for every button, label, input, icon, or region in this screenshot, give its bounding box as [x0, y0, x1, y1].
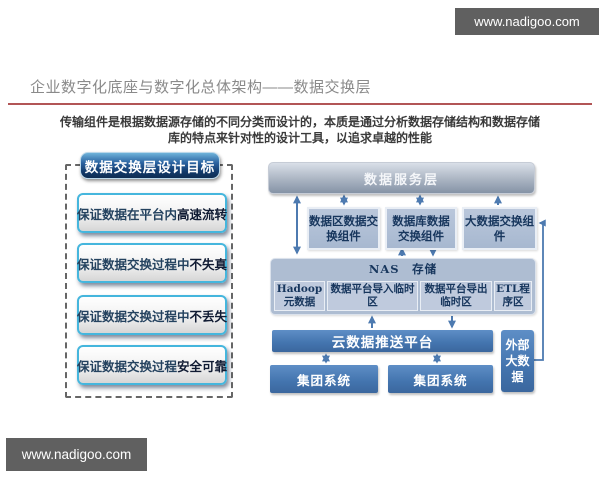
- intro-paragraph: 传输组件是根据数据源存储的不同分类而设计的，本质是通过分析数据存储结构和数据存储…: [30, 115, 570, 146]
- goal-box-no-loss: 保证数据交换过程中不丢失: [77, 295, 227, 335]
- nas-storage-container: NAS 存储 Hadoop元数据 数据平台导入临时区 数据平台导出临时区 ETL…: [270, 258, 536, 315]
- goal-box-secure-reliable: 保证数据交换过程安全可靠: [77, 345, 227, 385]
- component-bigdata-exchange: 大数据交换组件: [462, 207, 537, 250]
- component-zone-exchange: 数据区数据交换组件: [307, 207, 380, 250]
- nas-storage-cells: Hadoop元数据 数据平台导入临时区 数据平台导出临时区 ETL程序区: [274, 281, 532, 311]
- external-bigdata-box: 外部大数据: [501, 330, 534, 392]
- goal-text: 保证数据在平台内: [76, 206, 177, 222]
- nas-cell-export-staging: 数据平台导出临时区: [420, 281, 492, 311]
- goal-text: 保证数据交换过程中: [76, 256, 190, 272]
- nas-storage-title: NAS 存储: [368, 262, 438, 276]
- intro-line-2: 库的特点来针对性的设计工具，以追求卓越的性能: [167, 130, 432, 145]
- goals-header: 数据交换层设计目标: [80, 152, 220, 179]
- goal-box-no-distortion: 保证数据交换过程中不失真: [77, 243, 227, 283]
- goal-emphasis: 不丢失: [189, 308, 228, 324]
- intro-line-1: 传输组件是根据数据源存储的不同分类而设计的，本质是通过分析数据存储结构和数据存储: [59, 115, 540, 129]
- page-title: 企业数字化底座与数字化总体架构——数据交换层: [30, 79, 372, 96]
- goal-emphasis: 安全可靠: [177, 358, 228, 374]
- nas-cell-hadoop-metadata: Hadoop元数据: [274, 281, 325, 311]
- nas-cell-etl-area: ETL程序区: [494, 281, 532, 311]
- nas-cell-import-staging: 数据平台导入临时区: [327, 281, 418, 311]
- title-divider-line: [8, 103, 592, 105]
- website-badge-top: www.nadigoo.com: [455, 8, 599, 35]
- website-badge-bottom: www.nadigoo.com: [6, 438, 147, 471]
- cloud-push-platform-bar: 云数据推送平台: [272, 330, 493, 352]
- group-system-box-2: 集团系统: [388, 365, 493, 393]
- group-system-box-1: 集团系统: [270, 365, 378, 393]
- goal-emphasis: 不失真: [189, 256, 228, 272]
- goal-emphasis: 高速流转: [177, 206, 228, 222]
- component-db-exchange: 数据库数据交换组件: [385, 207, 457, 250]
- service-layer-bar: 数据服务层: [268, 162, 535, 194]
- goal-box-high-speed: 保证数据在平台内高速流转: [77, 193, 227, 233]
- goal-text: 保证数据交换过程中: [76, 308, 190, 324]
- goal-text: 保证数据交换过程: [76, 358, 177, 374]
